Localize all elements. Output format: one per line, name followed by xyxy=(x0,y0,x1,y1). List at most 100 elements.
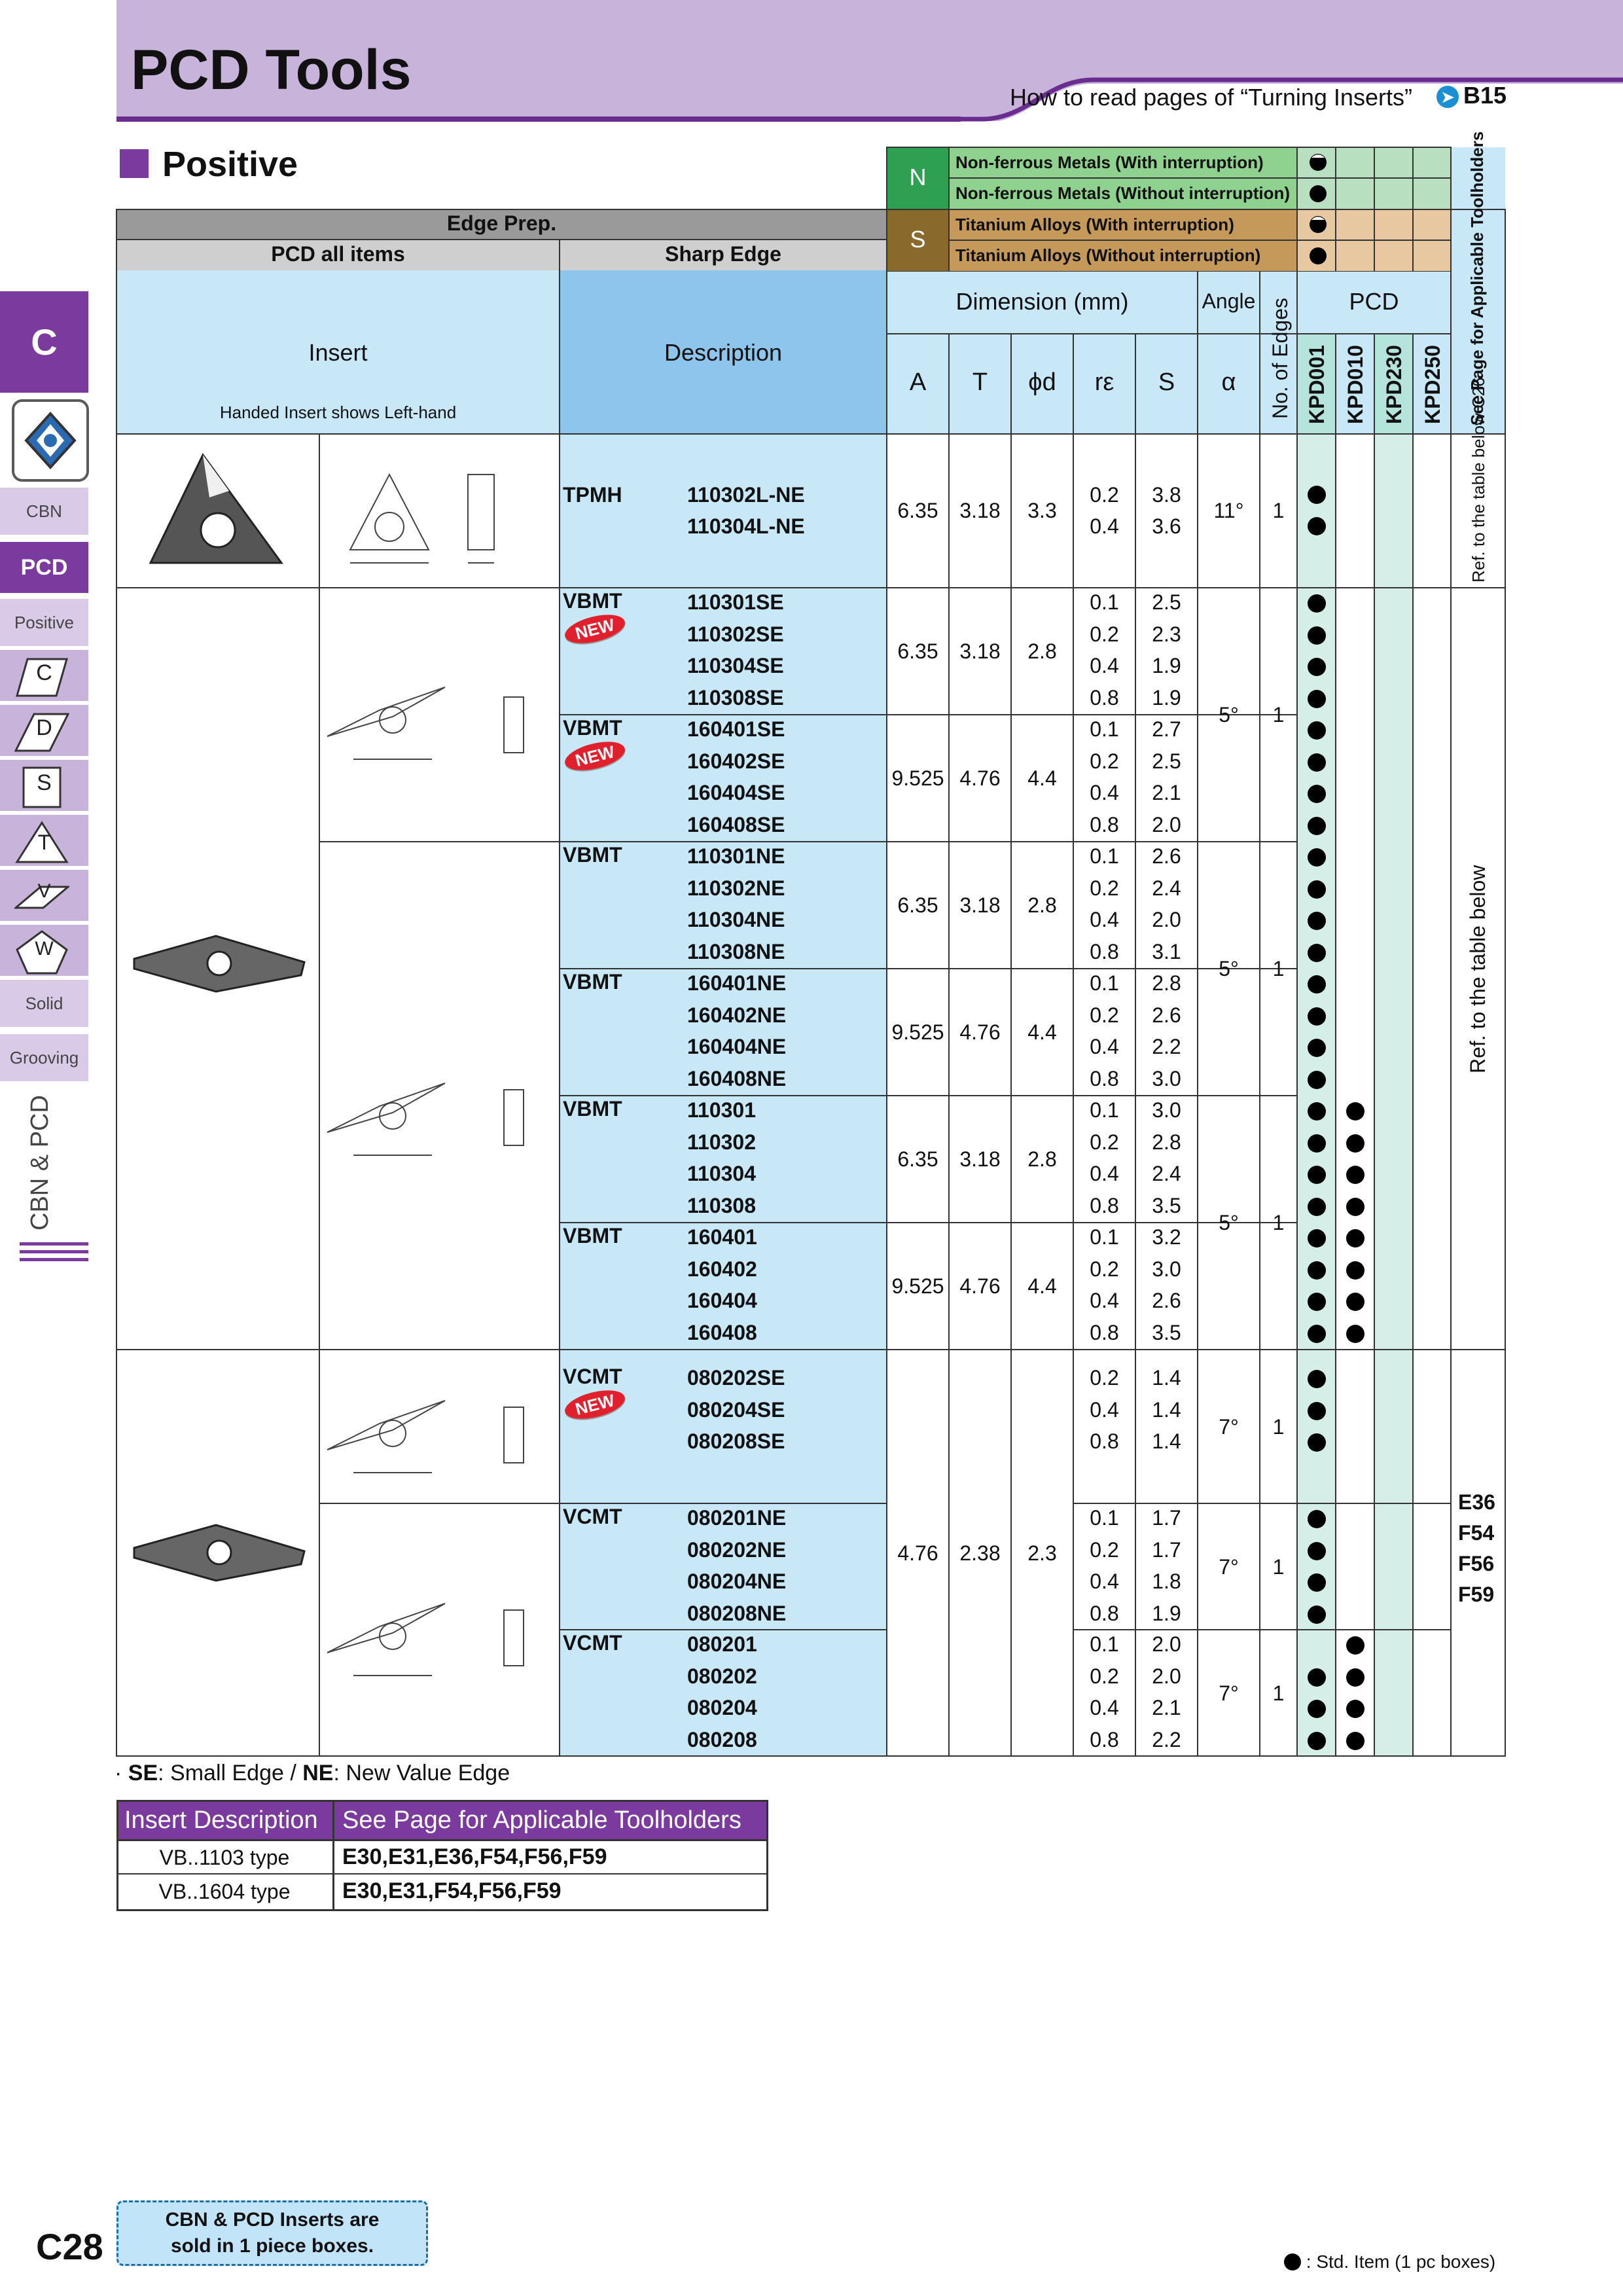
std-item-dot-icon xyxy=(1284,2253,1301,2270)
part-number: 160404SE xyxy=(687,781,785,804)
edges-header: No. of Edges xyxy=(1268,298,1292,419)
std-item-dot-icon xyxy=(1346,1324,1364,1343)
std-item-dot-icon xyxy=(1308,1166,1326,1184)
dim-s: 1.8 xyxy=(1152,1570,1181,1593)
chapter-tab[interactable]: C xyxy=(0,291,88,393)
edges-value: 1 xyxy=(1272,957,1285,980)
std-item-dot-icon xyxy=(1308,1401,1326,1420)
dim-s: 3.0 xyxy=(1152,1257,1181,1281)
side-item-c[interactable]: C xyxy=(0,650,88,701)
side-stripe xyxy=(20,1250,88,1253)
dim-t: 3.18 xyxy=(959,1147,1001,1171)
dim-r: 0.4 xyxy=(1090,1035,1119,1058)
std-item-dot-icon xyxy=(1308,721,1326,740)
std-item-dot-icon xyxy=(1308,1541,1326,1560)
pcd-header: PCD xyxy=(1349,288,1399,315)
square-icon xyxy=(22,766,62,808)
sharp-edge-header: Sharp Edge xyxy=(665,242,781,266)
dim-r: 0.2 xyxy=(1090,749,1119,773)
part-number: 160401 xyxy=(687,1225,757,1249)
dim-r: 0.4 xyxy=(1090,654,1119,677)
dim-s: 3.6 xyxy=(1152,514,1181,538)
dim-r: 0.4 xyxy=(1090,1397,1119,1422)
dim-s: 2.3 xyxy=(1152,622,1181,646)
std-item-dot-icon xyxy=(1346,1261,1364,1280)
material-name: Titanium Alloys (With interruption) xyxy=(955,215,1234,234)
vbmt-insert-image xyxy=(133,935,306,993)
side-item-positive[interactable]: Positive xyxy=(0,599,88,646)
std-item-dot-icon xyxy=(1308,689,1326,708)
side-item-solid[interactable]: Solid xyxy=(0,980,88,1027)
std-item-dot-icon xyxy=(1346,1293,1364,1311)
th-row-pages[interactable]: E30,E31,F54,F56,F59 xyxy=(342,1878,562,1903)
std-item-dot-icon xyxy=(1308,943,1326,962)
how-to-read-ref[interactable]: B15 xyxy=(1463,82,1507,109)
th-row-pages[interactable]: E30,E31,E36,F54,F56,F59 xyxy=(342,1844,607,1869)
insert-header: Insert xyxy=(308,339,368,366)
insert-type: VBMT xyxy=(563,843,622,867)
std-item-dot-icon xyxy=(1308,1433,1326,1452)
part-number: 110302L-NE xyxy=(687,483,805,507)
part-number: 110304SE xyxy=(687,654,784,677)
rhombus-v-icon xyxy=(14,886,69,909)
dim-t: 2.38 xyxy=(959,1541,1001,1565)
ref-page[interactable]: F59 xyxy=(1458,1583,1495,1606)
col-t: T xyxy=(972,368,988,396)
col-alpha: α xyxy=(1221,368,1236,396)
part-number: 160401SE xyxy=(687,717,785,741)
trigon-icon xyxy=(16,930,68,975)
part-number: 080202NE xyxy=(687,1537,787,1562)
side-item-cbn[interactable]: CBN xyxy=(0,488,88,535)
arrow-right-icon[interactable]: ➤ xyxy=(1436,86,1459,108)
std-item-dot-icon xyxy=(1308,1134,1326,1153)
dim-r: 0.4 xyxy=(1090,1570,1119,1593)
part-number: 080208 xyxy=(687,1727,757,1751)
insert-type: VBMT xyxy=(563,1097,622,1121)
insert-type: VBMT xyxy=(563,716,622,740)
part-number: 080202SE xyxy=(687,1366,785,1390)
dim-s: 1.7 xyxy=(1152,1506,1181,1530)
dim-r: 0.1 xyxy=(1090,844,1119,868)
side-item-d[interactable]: D xyxy=(0,705,88,756)
side-item-w[interactable]: W xyxy=(0,925,88,976)
angle-value: 7° xyxy=(1219,1681,1239,1705)
dim-r: 0.1 xyxy=(1090,1225,1119,1249)
part-number: 080201NE xyxy=(687,1506,787,1530)
side-item-t[interactable]: T xyxy=(0,815,88,866)
rhombus-d-icon xyxy=(14,713,69,752)
part-number: 160404 xyxy=(687,1289,757,1312)
dim-s: 2.2 xyxy=(1152,1727,1181,1751)
tpmh-drawing xyxy=(349,473,495,564)
std-item-dot-icon xyxy=(1346,1668,1364,1687)
side-item-grooving[interactable]: Grooving xyxy=(0,1034,88,1081)
insert-type: VBMT xyxy=(563,970,622,994)
std-item-dot-icon xyxy=(1308,486,1326,504)
dim-d: 2.8 xyxy=(1027,1147,1057,1171)
dim-s: 1.4 xyxy=(1152,1429,1181,1453)
std-item-dot-icon xyxy=(1346,1102,1364,1121)
part-number: 080201 xyxy=(687,1632,757,1656)
part-number: 160402NE xyxy=(687,1003,787,1027)
part-number: 110302 xyxy=(687,1130,757,1154)
ref-page[interactable]: F54 xyxy=(1458,1521,1495,1545)
angle-value: 11° xyxy=(1213,499,1244,522)
how-to-read-link[interactable]: How to read pages of “Turning Inserts” xyxy=(1010,84,1412,111)
ref-page[interactable]: E36 xyxy=(1458,1490,1495,1514)
part-number: 110301 xyxy=(687,1098,757,1122)
dim-r: 0.2 xyxy=(1090,1257,1119,1281)
side-item-s[interactable]: S xyxy=(0,760,88,811)
dim-s: 2.6 xyxy=(1152,1003,1181,1027)
grade-kpd250: KPD250 xyxy=(1421,345,1444,424)
angle-value: 5° xyxy=(1219,957,1239,980)
dim-s: 2.4 xyxy=(1152,876,1181,900)
part-number: 110301NE xyxy=(687,844,785,868)
std-item-dot-icon xyxy=(1308,1070,1326,1089)
ref-page[interactable]: F56 xyxy=(1458,1552,1495,1575)
side-item-v[interactable]: V xyxy=(0,870,88,921)
dim-r: 0.2 xyxy=(1090,876,1119,900)
ref-table-below: Ref. to the table below xyxy=(1466,865,1489,1073)
dim-r: 0.1 xyxy=(1090,590,1119,614)
side-item-pcd[interactable]: PCD xyxy=(0,542,88,593)
std-item-dot-icon xyxy=(1308,1007,1326,1026)
part-number: 080208SE xyxy=(687,1429,785,1453)
